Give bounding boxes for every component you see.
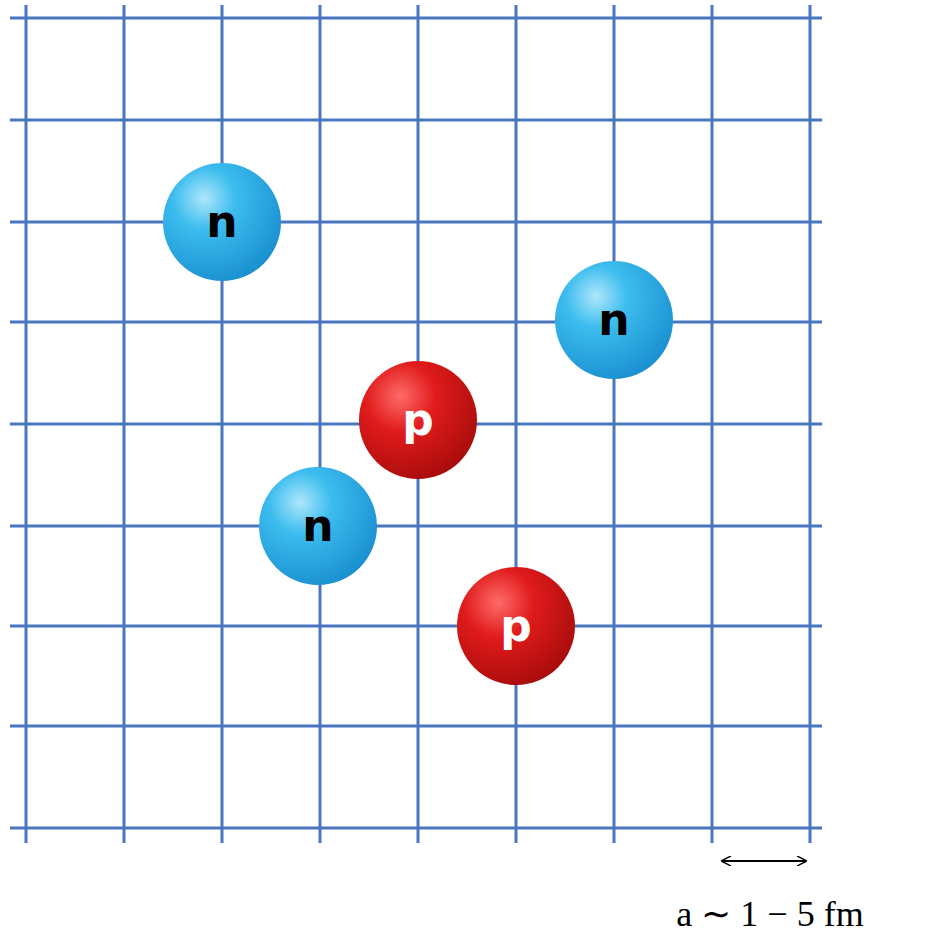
grid-line	[10, 725, 822, 728]
nucleon-label: n	[302, 504, 333, 548]
grid-line	[10, 321, 822, 324]
nucleon-circle: n	[554, 260, 674, 380]
nucleon-sphere	[163, 163, 281, 281]
lattice-spacing-label: a ∼ 1 − 5 fm	[676, 893, 863, 935]
nucleon-sphere	[555, 261, 673, 379]
spacing-arrow	[722, 860, 806, 862]
grid-line	[10, 625, 822, 628]
nucleon-label: p	[500, 604, 532, 648]
nucleon-sphere	[457, 567, 575, 685]
nucleon-circle: p	[358, 360, 478, 480]
grid-line	[10, 17, 822, 20]
nucleon-label: p	[402, 398, 434, 442]
nucleon-sphere	[359, 361, 477, 479]
nucleon-label: n	[598, 298, 629, 342]
nucleon-circle: n	[162, 162, 282, 282]
grid-line	[10, 221, 822, 224]
nucleon-circle: p	[456, 566, 576, 686]
grid-line	[10, 119, 822, 122]
nucleon-circle: n	[258, 466, 378, 586]
nucleon-sphere	[259, 467, 377, 585]
grid-line	[10, 827, 822, 830]
grid-line	[10, 525, 822, 528]
nucleon-label: n	[206, 200, 237, 244]
